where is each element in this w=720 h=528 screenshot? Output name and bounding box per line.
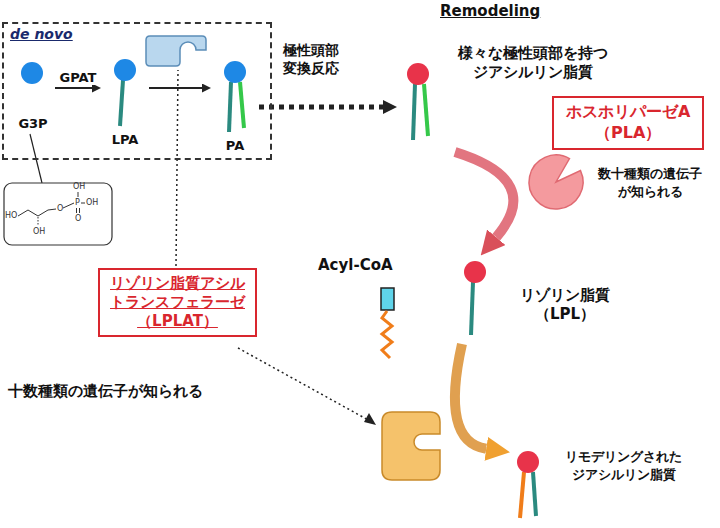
stereo-bond — [38, 217, 39, 226]
enzyme-shape — [146, 36, 206, 66]
acyl-chain — [382, 311, 392, 358]
node-text: de novo — [10, 26, 73, 42]
lplat-enzyme — [382, 412, 440, 480]
g3p-formula — [4, 134, 112, 245]
acyl-tail — [533, 472, 536, 516]
atom-label: HO — [5, 211, 17, 220]
acyl-tail — [229, 82, 231, 132]
molecule-label: Acyl-CoA — [318, 256, 393, 274]
lipid-head — [114, 59, 136, 81]
edge-label: 極性頭部 変換反応 — [282, 42, 340, 78]
atom-label: OH — [86, 198, 98, 207]
connector — [455, 344, 486, 449]
lipid-node: リモデリングされた ジアシルリン脂質 — [510, 440, 715, 524]
bond — [79, 208, 80, 213]
bond — [78, 192, 79, 197]
enzyme-box: ホスホリパーゼA （PLA） — [552, 96, 704, 150]
lipid-head — [407, 63, 429, 85]
molecule-node: LPA — [104, 56, 146, 148]
formula-box — [4, 183, 112, 245]
atom-label: OH — [73, 182, 85, 191]
lipid-head — [21, 62, 43, 84]
note: 十数種類の遺伝子が知られる — [8, 382, 203, 401]
connector — [455, 152, 513, 237]
node-text: LPA — [104, 132, 146, 147]
node-text: 様々な極性頭部を持つ ジアシルリン脂質 — [458, 44, 608, 82]
section-title: Remodeling — [440, 2, 540, 20]
connector — [259, 105, 383, 110]
note: 数十種類の遺伝子 が知られる — [598, 165, 702, 201]
lipid-head — [464, 261, 486, 283]
leader-line — [238, 348, 370, 421]
node-text: リゾリン脂質 （LPL） — [520, 286, 610, 324]
coa-block — [381, 288, 394, 310]
node-text: リゾリン脂質アシル トランスフェラーゼ （LPLAT） — [110, 274, 245, 331]
atom-label: O — [75, 214, 81, 223]
lipid-node: リゾリン脂質 （LPL） — [450, 256, 625, 342]
connector — [55, 87, 92, 89]
node-text: PA — [214, 138, 256, 153]
acyl-tail — [120, 80, 123, 126]
edge-label: GPAT — [59, 70, 98, 85]
bond — [18, 209, 56, 216]
atom-label: O — [57, 204, 63, 213]
acyl-tail — [413, 84, 415, 140]
lipid-head — [224, 61, 246, 83]
node-text: ホスホリパーゼA （PLA） — [566, 102, 690, 144]
de-novo-lipids — [21, 36, 246, 132]
acyl-tail — [520, 472, 524, 518]
dashed-region: de novoG3P LPA PA — [2, 22, 272, 160]
acyl-tail — [240, 82, 244, 128]
acyl-tail — [424, 84, 428, 136]
molecule-node: G3P — [14, 58, 52, 132]
molecule-node: PA — [214, 56, 256, 156]
enzyme-box: リゾリン脂質アシル トランスフェラーゼ （LPLAT） — [98, 268, 257, 337]
node-text: リモデリングされた ジアシルリン脂質 — [565, 448, 682, 484]
connector — [149, 87, 202, 89]
node-text: G3P — [14, 116, 52, 131]
bond — [63, 203, 74, 208]
bond — [76, 208, 77, 213]
pla-enzyme — [529, 155, 583, 209]
atom-label: OH — [33, 227, 45, 236]
acyl-tail — [471, 282, 473, 335]
bond — [81, 203, 85, 204]
leader-lines — [176, 70, 376, 425]
arrow-head — [364, 413, 376, 425]
lipid-head — [517, 451, 539, 473]
atom-label: P — [75, 198, 80, 207]
leader-line — [176, 70, 178, 266]
